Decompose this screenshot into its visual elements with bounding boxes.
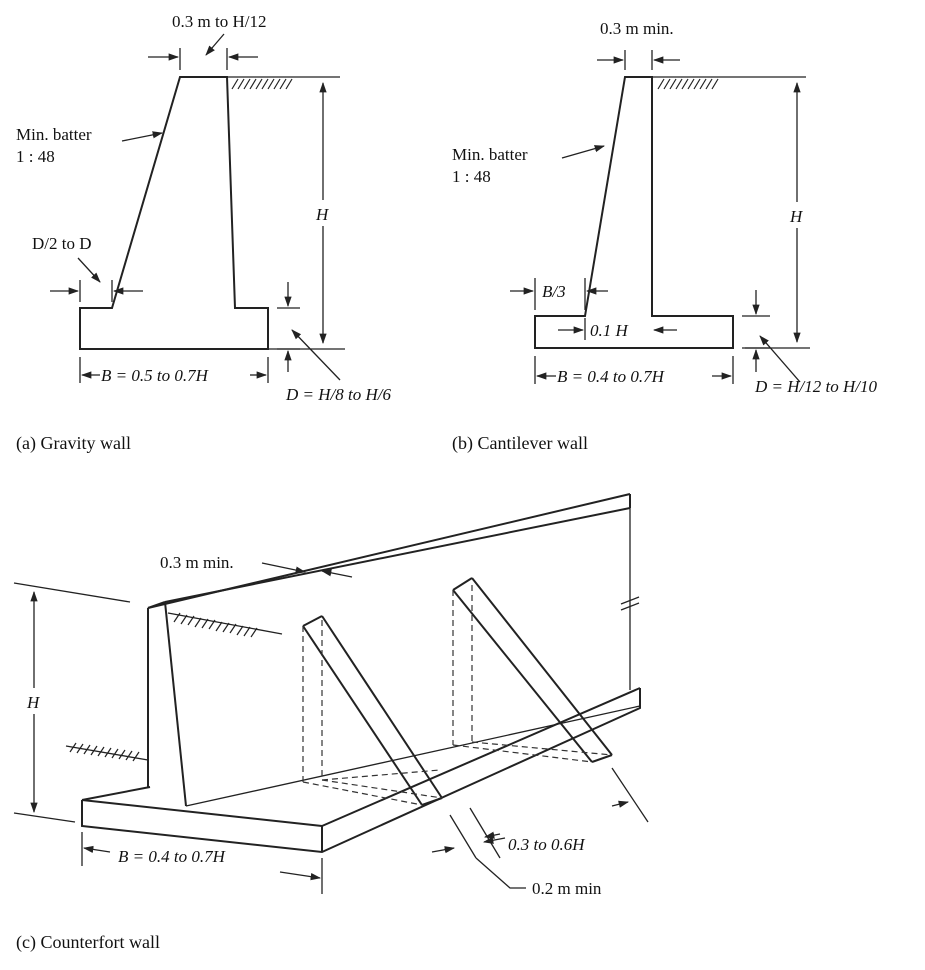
cantilever-ground-hatch (652, 76, 806, 90)
cantilever-stem-label: 0.1 H (590, 321, 630, 340)
counterfort-thickness-label: 0.2 m min (532, 879, 602, 898)
gravity-wall-figure: 0.3 m to H/12 Min. batter 1 : 48 H D/2 t… (16, 12, 391, 454)
gravity-top-width-label: 0.3 m to H/12 (172, 12, 266, 31)
cantilever-base-label: B = 0.4 to 0.7H (557, 367, 666, 386)
cantilever-wall-outline (534, 76, 734, 349)
gravity-ground-hatch (227, 76, 340, 90)
counterfort-base-label: B = 0.4 to 0.7H (118, 847, 227, 866)
cantilever-caption: (b) Cantilever wall (452, 433, 588, 454)
gravity-depth-label: D = H/8 to H/6 (285, 385, 391, 404)
counterfort-rib-1 (302, 615, 443, 806)
cantilever-top-width-label: 0.3 m min. (600, 19, 674, 38)
counterfort-caption: (c) Counterfort wall (16, 932, 160, 953)
gravity-batter-label-2: 1 : 48 (16, 147, 55, 166)
cantilever-wall-figure: 0.3 m min. Min. batter 1 : 48 H B/3 0.1 … (452, 19, 877, 454)
gravity-wall-outline (79, 76, 269, 350)
counterfort-ground-hatch-upper (167, 612, 283, 638)
cantilever-height-label: H (789, 207, 804, 226)
gravity-batter-label-1: Min. batter (16, 125, 92, 144)
counterfort-wall-figure: 0.3 m min. H B = 0.4 to 0.7H 0.3 to 0.6H… (13, 493, 649, 953)
counterfort-spacing-label: 0.3 to 0.6H (508, 835, 586, 854)
counterfort-top-width-label: 0.3 m min. (160, 553, 234, 572)
cantilever-batter-label-2: 1 : 48 (452, 167, 491, 186)
gravity-base-label: B = 0.5 to 0.7H (101, 366, 210, 385)
counterfort-ground-hatch-lower (65, 742, 149, 762)
gravity-caption: (a) Gravity wall (16, 433, 131, 454)
counterfort-height-label: H (26, 693, 41, 712)
cantilever-batter-label-1: Min. batter (452, 145, 528, 164)
cantilever-toe-label: B/3 (542, 282, 566, 301)
gravity-toe-label: D/2 to D (32, 234, 92, 253)
cantilever-depth-label: D = H/12 to H/10 (754, 377, 877, 396)
gravity-height-label: H (315, 205, 330, 224)
counterfort-rib-2 (452, 577, 613, 763)
